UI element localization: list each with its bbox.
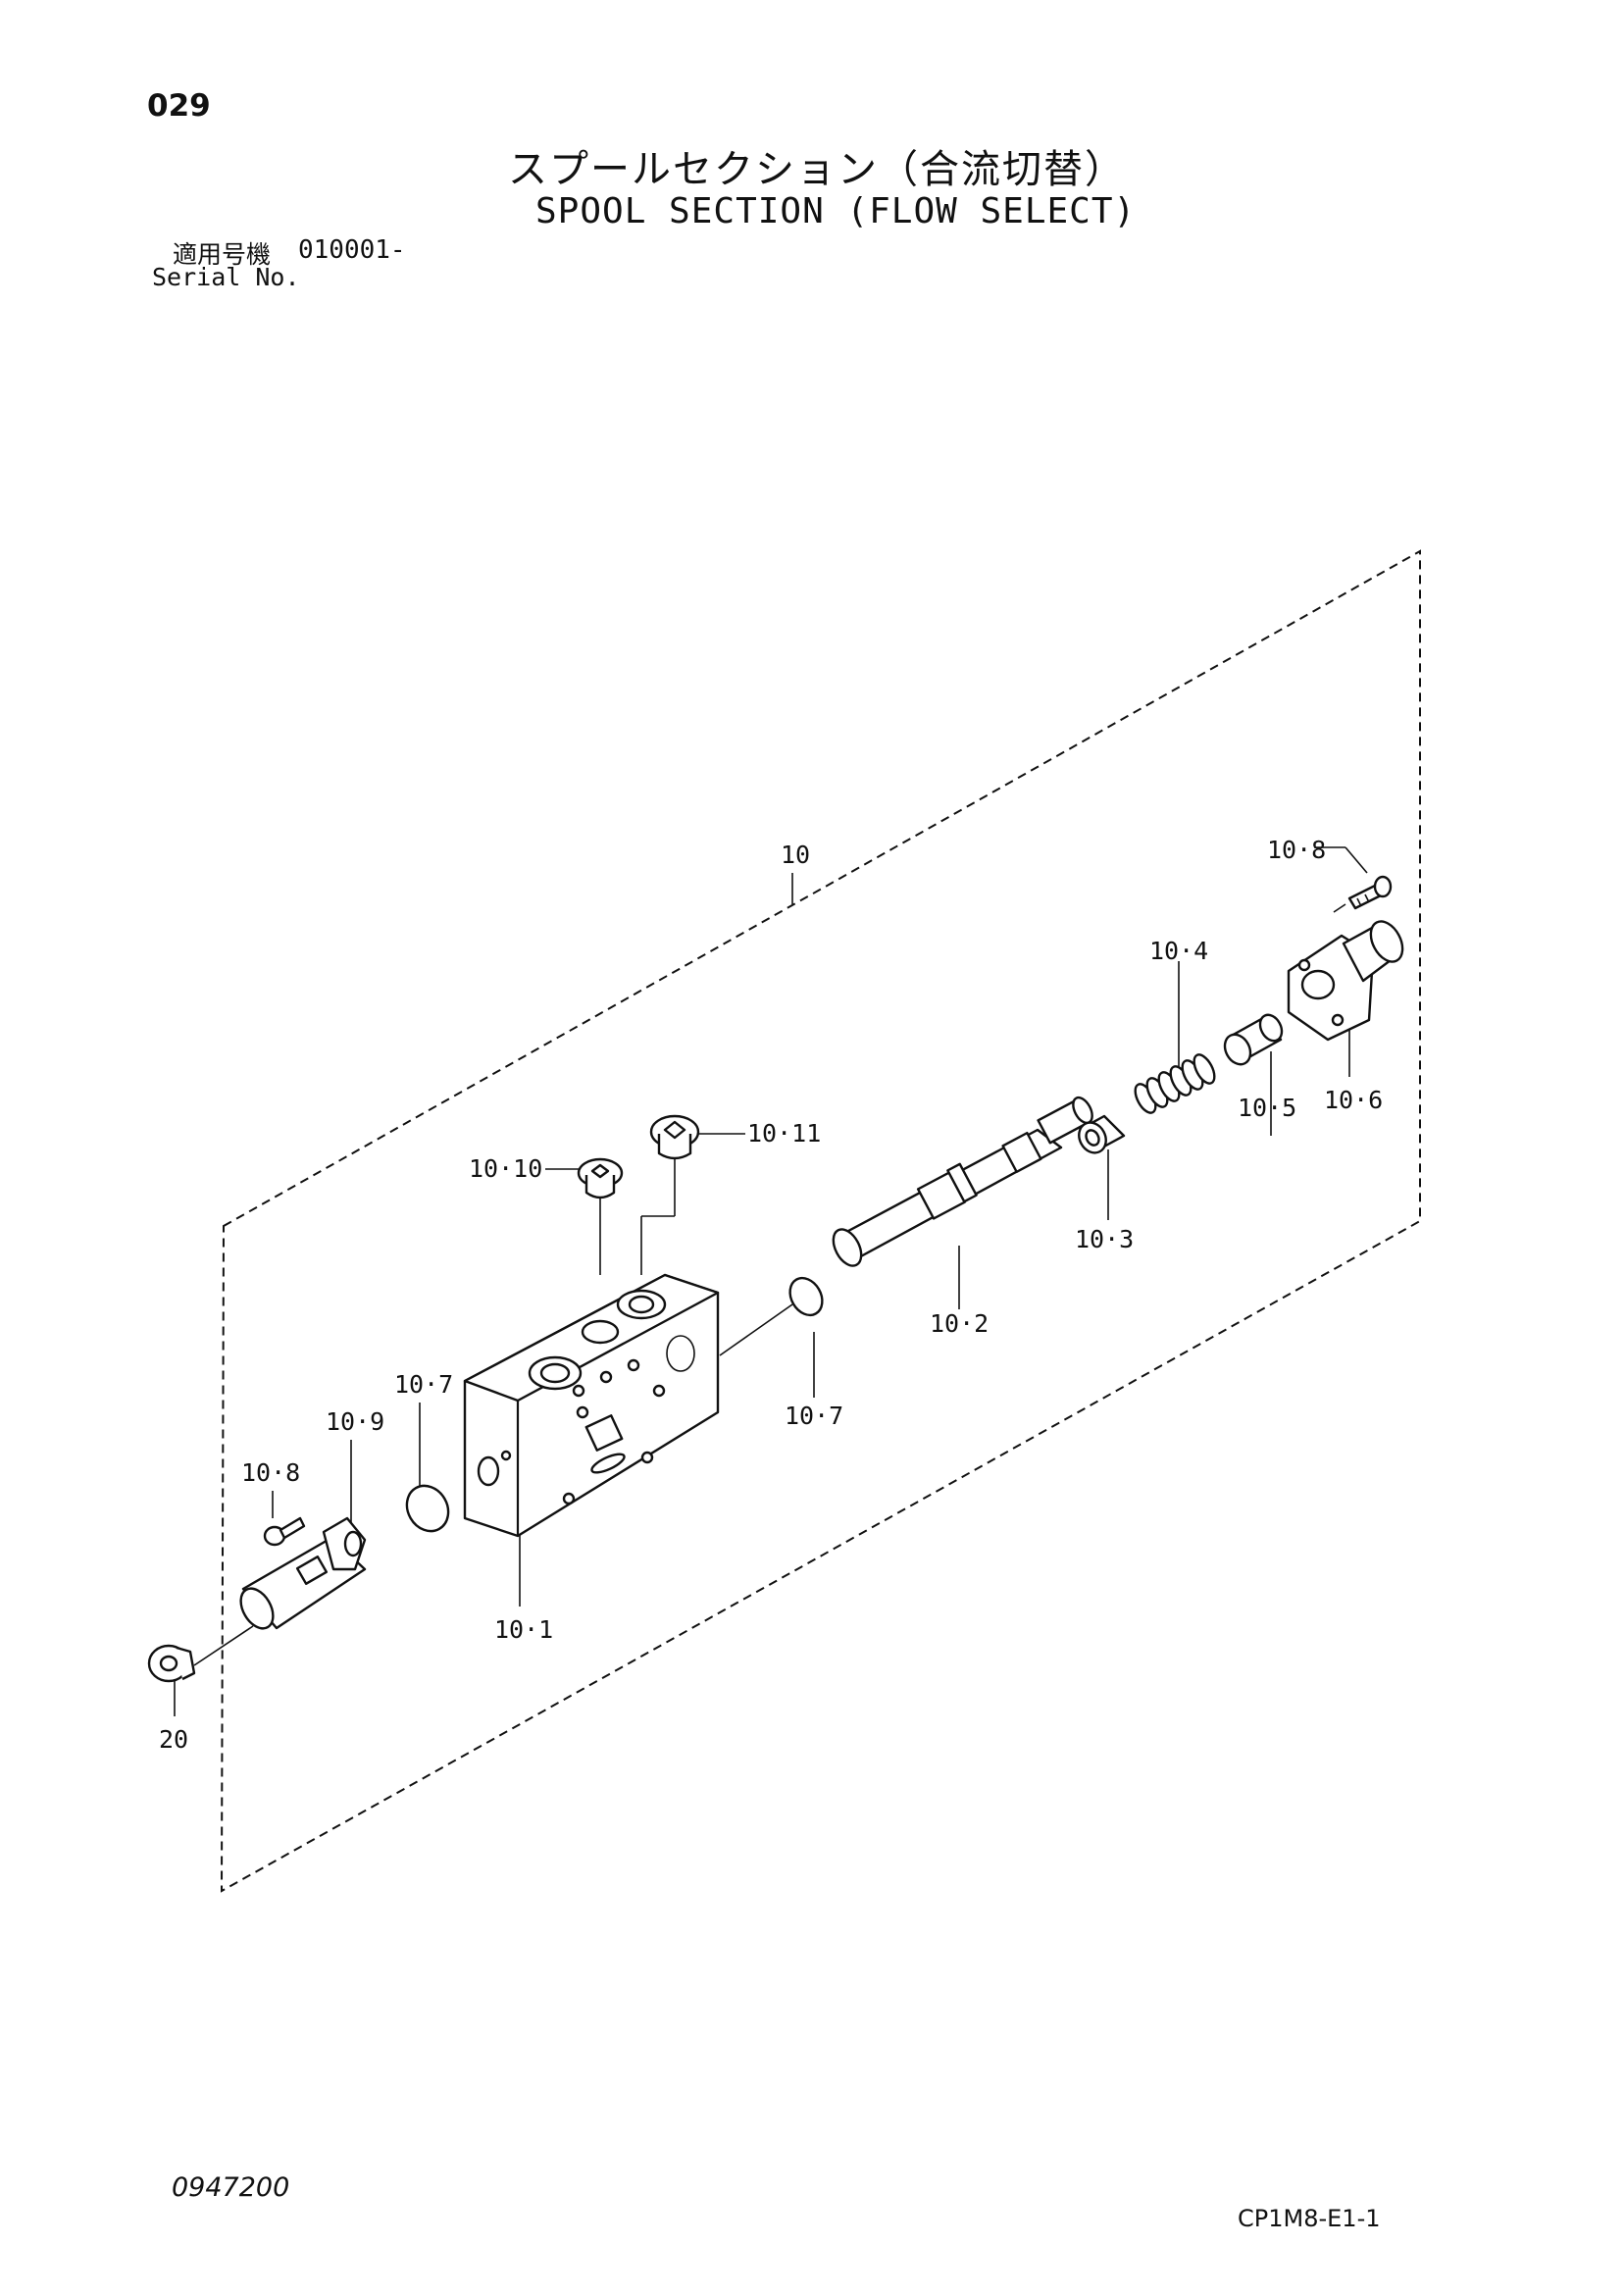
bolt-top-part [1347, 875, 1393, 910]
stopper-part [1223, 1013, 1284, 1066]
callout-10: 10 [781, 841, 810, 869]
plug-20-part [147, 1644, 196, 1683]
callout-10-8-top: 10·8 [1267, 836, 1326, 864]
o-ring-right [788, 1276, 824, 1317]
sheet-code: CP1M8-E1-1 [1238, 2205, 1381, 2232]
callout-10-7-left: 10·7 [394, 1370, 453, 1399]
callout-10-6: 10·6 [1324, 1086, 1383, 1114]
spool-part [832, 1096, 1093, 1267]
callout-10-1: 10·1 [494, 1615, 553, 1644]
o-ring-left [405, 1484, 450, 1533]
callout-10-7-right: 10·7 [785, 1402, 843, 1430]
spring-part [1134, 1053, 1216, 1114]
page-title-en: SPOOL SECTION (FLOW SELECT) [535, 191, 1137, 231]
serial-value: 010001- [298, 235, 406, 265]
spring-seat-part [1078, 1114, 1126, 1154]
callout-10-10: 10·10 [469, 1154, 542, 1183]
serial-label-en: Serial No. [152, 263, 300, 291]
plug-small-part [577, 1157, 624, 1199]
callout-10-9: 10·9 [326, 1407, 384, 1436]
drawing-number: 0947200 [172, 2172, 290, 2203]
callout-10-5: 10·5 [1238, 1094, 1296, 1122]
callout-10-2: 10·2 [930, 1309, 989, 1338]
callout-10-8-left: 10·8 [241, 1458, 300, 1487]
callout-20: 20 [159, 1725, 188, 1754]
callout-10-11: 10·11 [747, 1119, 821, 1148]
callout-10-3: 10·3 [1075, 1225, 1134, 1253]
page-number: 029 [147, 88, 211, 124]
bolt-left-part [263, 1516, 306, 1547]
serial-label-jp: 適用号機 [173, 240, 272, 269]
cap-right-part [1287, 920, 1404, 1042]
cap-left-part [239, 1516, 367, 1630]
callout-10-4: 10·4 [1149, 937, 1208, 965]
assembly-boundary [220, 549, 1421, 1893]
page-title-jp: スプールセクション（合流切替） [508, 147, 1126, 192]
plug-large-part [649, 1114, 700, 1160]
valve-body-part [463, 1273, 720, 1538]
